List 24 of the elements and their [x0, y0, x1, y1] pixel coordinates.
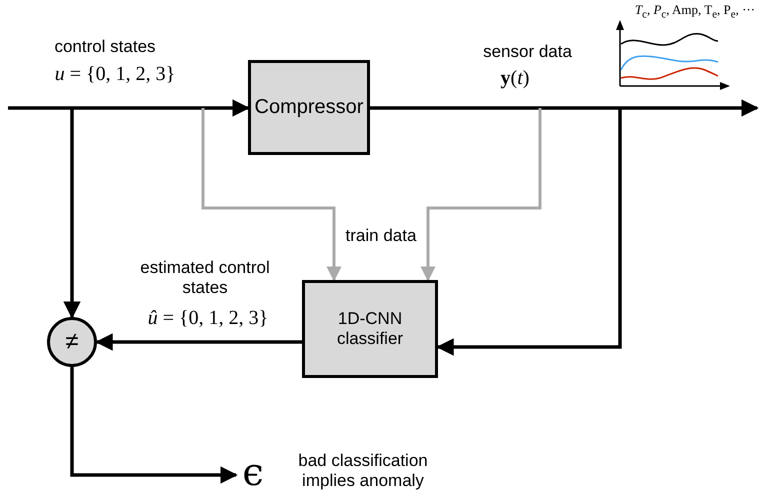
arrow: [8, 99, 250, 117]
block-label: Compressor: [254, 96, 364, 119]
arrow: [70, 367, 238, 484]
arrow: [420, 108, 542, 282]
arrow: [202, 108, 342, 282]
process-block: [302, 280, 438, 378]
process-block: [248, 60, 370, 155]
math-label: u = {0, 1, 2, 3}: [54, 62, 176, 86]
math-label: T$_{c}$, P$_{c}$, Amp, T$_{e}$, P$_{e}$, ···: [634, 2, 756, 22]
arrow: [370, 99, 759, 117]
text-label: train data: [345, 226, 417, 246]
math-label: û = {0, 1, 2, 3}: [146, 306, 270, 330]
block-label: 1D-CNN classifier: [336, 309, 404, 349]
block-label: ≠: [65, 328, 79, 356]
text-label: sensor data: [482, 42, 573, 62]
text-label: control states: [53, 37, 157, 58]
arrow: [436, 108, 622, 356]
comparator-circle: [47, 317, 97, 367]
text-label: estimated control states: [140, 258, 270, 299]
arrow: [95, 333, 302, 351]
epsilon-symbol: ϵ: [242, 453, 264, 491]
note-text: bad classification implies anomaly: [297, 451, 429, 492]
math-label: y(t): [500, 66, 530, 90]
arrow: [63, 108, 81, 319]
